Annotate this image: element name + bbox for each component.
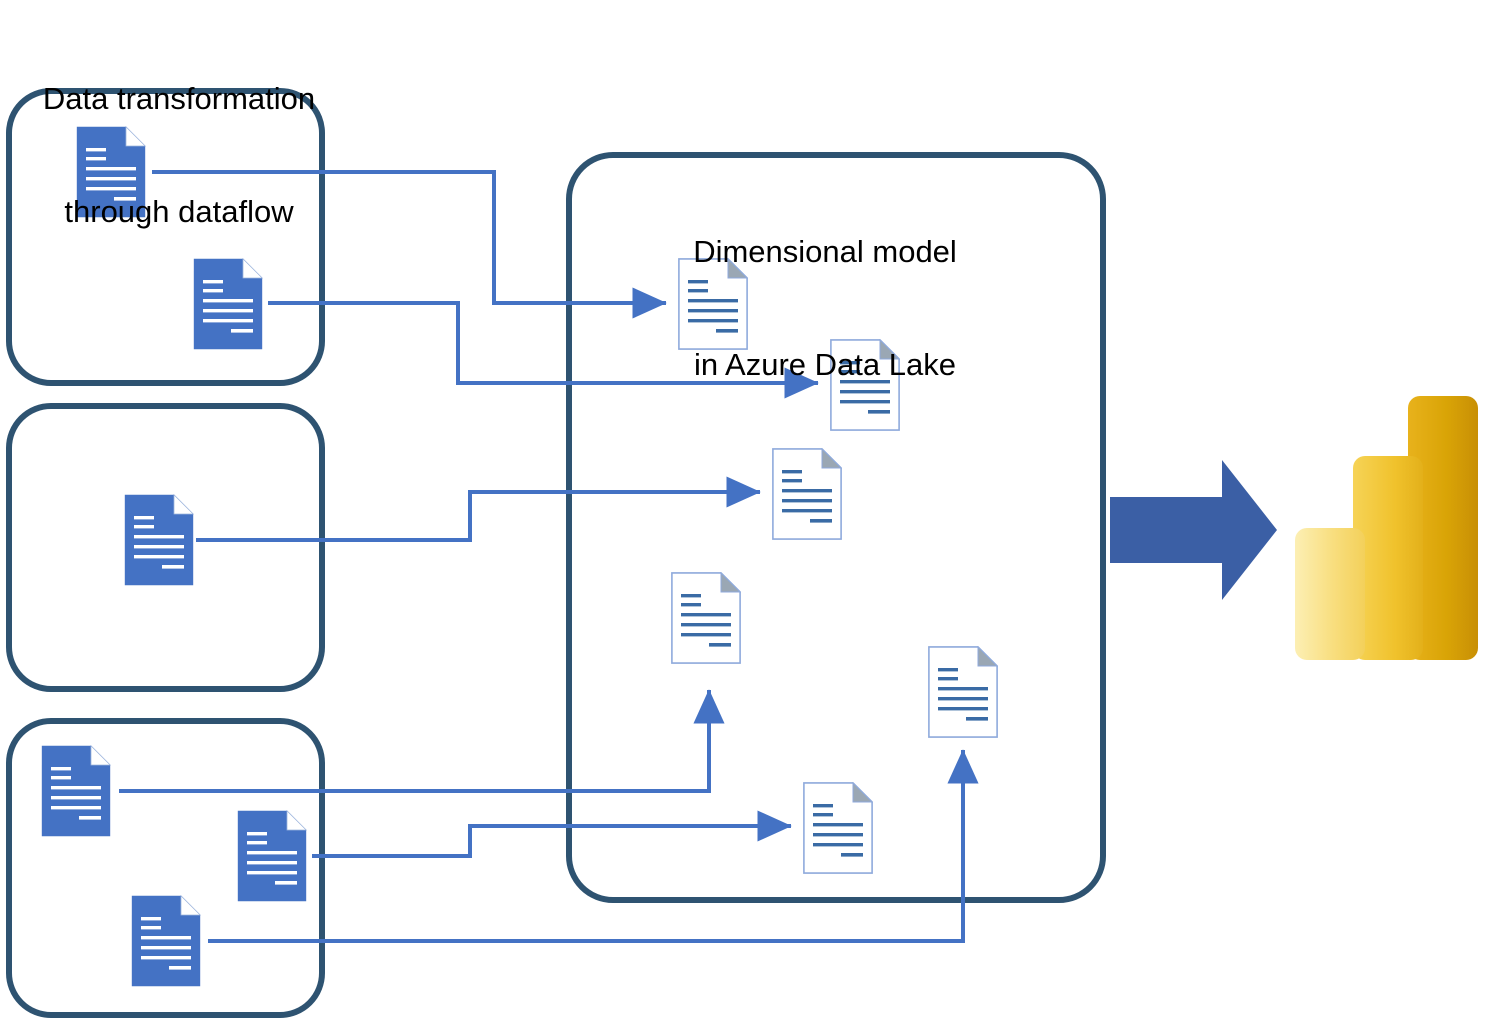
source-doc-3-c — [131, 895, 201, 987]
dimensional-model-label: Dimensional model in Azure Data Lake — [615, 157, 1035, 460]
model-doc-c — [772, 448, 842, 540]
dimensional-model-label-line-2: in Azure Data Lake — [694, 347, 956, 383]
source-group-2-box — [6, 403, 325, 692]
big-right-arrow — [1110, 460, 1277, 600]
connector-3-b-to-model-doc-e — [312, 810, 792, 858]
power-bi-bar-mid — [1353, 456, 1423, 660]
power-bi-bar-tall — [1408, 396, 1478, 660]
connector-1-a-to-model-doc-a — [152, 170, 667, 319]
source-group-1-box — [6, 88, 325, 386]
source-doc-3-b — [237, 810, 307, 902]
model-doc-f — [928, 646, 998, 738]
dimensional-model-label-line-1: Dimensional model — [693, 233, 957, 269]
connector-2-a-to-model-doc-c — [196, 476, 761, 542]
power-bi-bar-short — [1295, 528, 1365, 660]
source-doc-3-a — [41, 745, 111, 837]
dimensional-model-container — [566, 152, 1106, 903]
diagram-title-line-1: Data transformation — [42, 80, 316, 116]
source-group-3-box — [6, 718, 325, 1018]
diagram-title-line-2: through dataflow — [64, 194, 294, 230]
diagram-title: Data transformation through dataflow — [14, 4, 344, 307]
connector-3-a-to-model-doc-d — [119, 689, 725, 793]
model-doc-e — [803, 782, 873, 874]
source-doc-2-a — [124, 494, 194, 586]
connector-3-c-to-model-doc-f — [208, 749, 979, 943]
connector-1-b-to-model-doc-b — [268, 301, 819, 399]
power-bi-logo — [1295, 396, 1478, 660]
model-doc-d — [671, 572, 741, 664]
